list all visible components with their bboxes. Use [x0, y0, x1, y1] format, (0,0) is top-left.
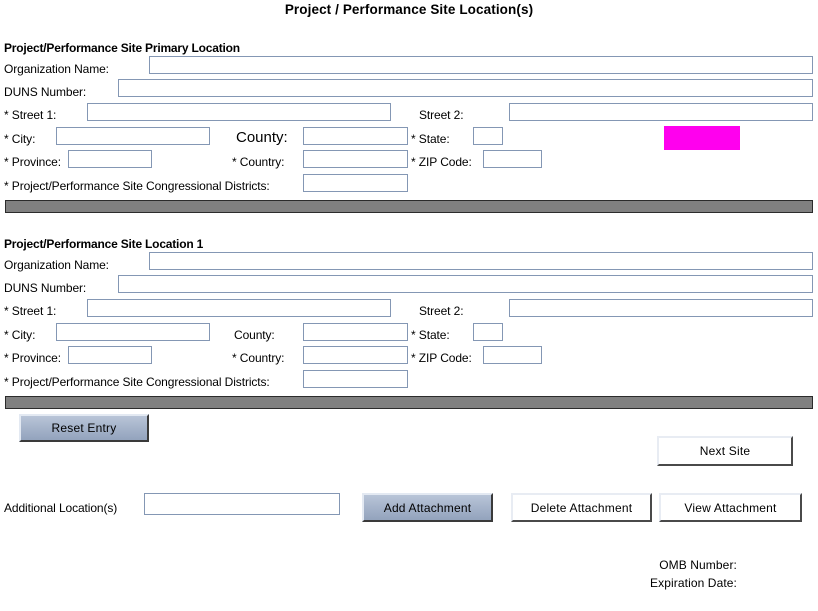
section-separator-2: [5, 396, 813, 409]
view-attachment-button[interactable]: View Attachment: [659, 493, 802, 522]
omb-number-label: OMB Number:: [659, 558, 737, 572]
duns-number-input-2[interactable]: [118, 275, 813, 293]
street2-label-2: Street 2:: [419, 304, 464, 318]
organization-name-label-1: Organization Name:: [4, 62, 109, 76]
county-label-1: County:: [236, 129, 288, 146]
province-input-1[interactable]: [68, 150, 152, 168]
highlight-block: [664, 126, 740, 150]
add-attachment-button-label: Add Attachment: [383, 500, 472, 515]
section-heading-location-1: Project/Performance Site Location 1: [4, 237, 204, 251]
county-input-1[interactable]: [303, 127, 408, 145]
delete-attachment-button[interactable]: Delete Attachment: [511, 493, 652, 522]
street1-input-2[interactable]: [87, 299, 391, 317]
reset-entry-button-label: Reset Entry: [51, 421, 117, 435]
add-attachment-button[interactable]: Add Attachment: [362, 493, 493, 522]
zip-label-1: * ZIP Code:: [411, 155, 472, 169]
duns-number-input-1[interactable]: [118, 79, 813, 97]
country-input-1[interactable]: [303, 150, 408, 168]
state-input-1[interactable]: [473, 127, 503, 145]
congressional-districts-input-1[interactable]: [303, 174, 408, 192]
section-separator-1: [5, 200, 813, 213]
country-label-1: * Country:: [232, 155, 285, 169]
street1-label-1: * Street 1:: [4, 108, 57, 122]
expiration-date-label: Expiration Date:: [650, 576, 737, 590]
city-input-1[interactable]: [56, 127, 210, 145]
reset-entry-button[interactable]: Reset Entry: [19, 414, 149, 442]
city-label-1: * City:: [4, 132, 36, 146]
congressional-districts-input-2[interactable]: [303, 370, 408, 388]
additional-locations-label: Additional Location(s): [4, 501, 118, 515]
country-label-2: * Country:: [232, 351, 285, 365]
zip-input-2[interactable]: [483, 346, 542, 364]
view-attachment-button-label: View Attachment: [684, 500, 777, 515]
state-label-1: * State:: [411, 132, 450, 146]
state-input-2[interactable]: [473, 323, 503, 341]
zip-label-2: * ZIP Code:: [411, 351, 472, 365]
zip-input-1[interactable]: [483, 150, 542, 168]
page-title: Project / Performance Site Location(s): [284, 2, 534, 17]
city-label-2: * City:: [4, 328, 36, 342]
next-site-button-label: Next Site: [699, 444, 751, 458]
street1-label-2: * Street 1:: [4, 304, 57, 318]
province-label-1: * Province:: [4, 155, 61, 169]
duns-number-label-2: DUNS Number:: [4, 281, 87, 295]
delete-attachment-button-label: Delete Attachment: [530, 500, 633, 515]
state-label-2: * State:: [411, 328, 450, 342]
province-input-2[interactable]: [68, 346, 152, 364]
congressional-districts-label-1: * Project/Performance Site Congressional…: [4, 179, 270, 193]
duns-number-label-1: DUNS Number:: [4, 85, 87, 99]
congressional-districts-label-2: * Project/Performance Site Congressional…: [4, 375, 270, 389]
additional-locations-input[interactable]: [144, 493, 340, 515]
country-input-2[interactable]: [303, 346, 408, 364]
street2-input-2[interactable]: [509, 299, 813, 317]
street2-label-1: Street 2:: [419, 108, 464, 122]
organization-name-label-2: Organization Name:: [4, 258, 109, 272]
province-label-2: * Province:: [4, 351, 61, 365]
organization-name-input-1[interactable]: [149, 56, 813, 74]
county-label-2: County:: [234, 328, 275, 342]
city-input-2[interactable]: [56, 323, 210, 341]
next-site-button[interactable]: Next Site: [657, 436, 793, 466]
county-input-2[interactable]: [303, 323, 408, 341]
street1-input-1[interactable]: [87, 103, 391, 121]
section-heading-primary-location: Project/Performance Site Primary Locatio…: [4, 41, 240, 55]
organization-name-input-2[interactable]: [149, 252, 813, 270]
street2-input-1[interactable]: [509, 103, 813, 121]
